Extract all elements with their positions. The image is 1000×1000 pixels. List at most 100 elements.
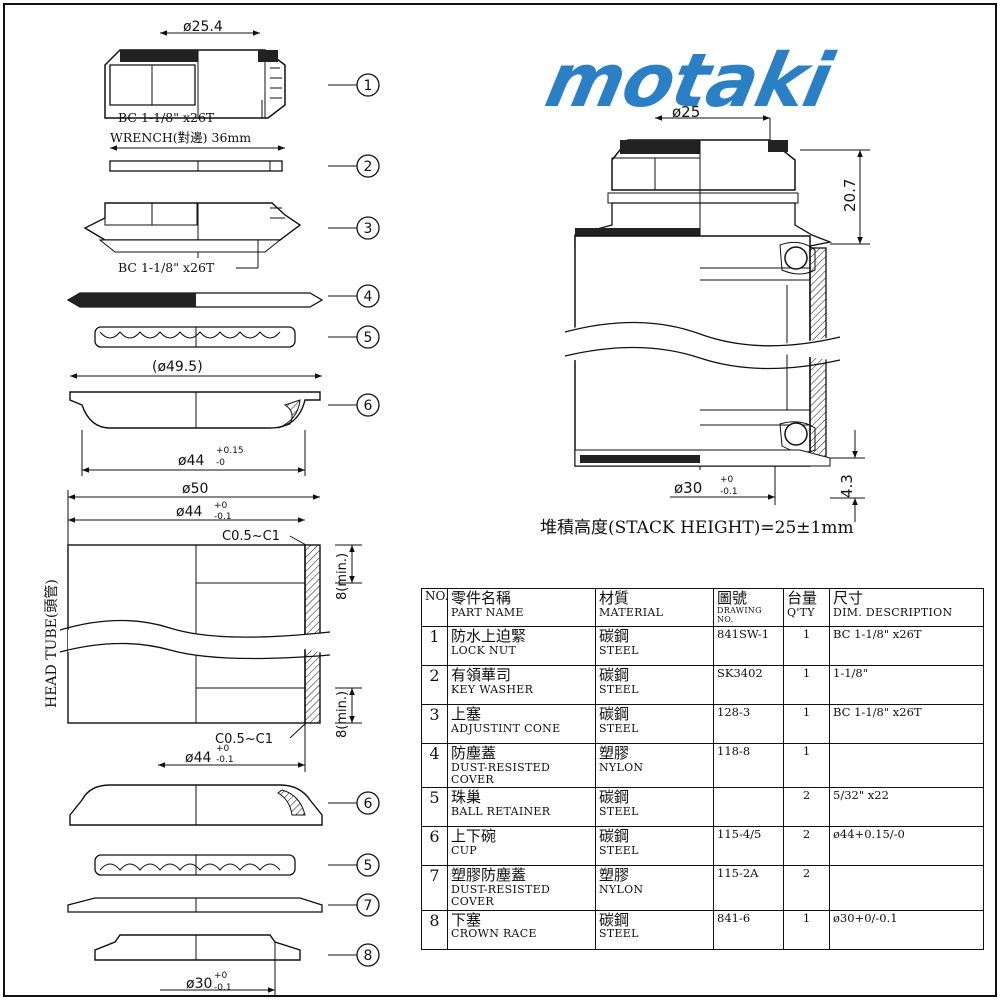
callout-circle: [356, 325, 380, 349]
cell-drawing-no: 115-4/5: [713, 826, 784, 867]
head-tube-label: HEAD TUBE(頭管): [44, 579, 60, 708]
part-key-washer: [109, 160, 283, 172]
cell-dim: 5/32" x22: [829, 787, 984, 828]
cell-drawing-no: 841SW-1: [713, 625, 784, 666]
callout-circle: [356, 943, 380, 967]
part-crown-race: ø30 +0 -0.1: [94, 934, 301, 995]
chamfer-bottom: C0.5~C1: [215, 732, 273, 747]
callout-number: 3: [364, 221, 373, 237]
crown-race-tol-lower: -0.1: [214, 983, 232, 993]
head-tube-tol-upper: +0: [214, 501, 228, 511]
callout-circle: [356, 393, 380, 417]
callout-number: 7: [364, 898, 373, 914]
cell-no: 4: [421, 742, 448, 789]
bottom-inner-tol-lower: -0.1: [216, 755, 234, 765]
cell-qty: 1: [783, 664, 830, 705]
cup-press-tol-upper: +0.15: [216, 446, 244, 456]
assembly-race-diameter: ø30: [674, 479, 702, 497]
cup-outer-diameter: (ø49.5): [152, 359, 203, 375]
callout-circle: [356, 216, 380, 240]
head-tube-inner: ø44: [176, 504, 202, 520]
assembly-height-dim: 20.7: [841, 179, 859, 212]
cell-qty: 1: [783, 909, 830, 950]
crown-race-diameter: ø30: [186, 976, 212, 992]
callout-number: 1: [364, 78, 373, 94]
cell-qty: 1: [783, 742, 830, 789]
cell-qty: 1: [783, 703, 830, 744]
head-tube-tol-lower: -0.1: [214, 512, 232, 522]
callout-number: 5: [364, 330, 373, 346]
callout-number: 8: [364, 948, 373, 964]
cell-no: 8: [421, 909, 448, 950]
cup-press-diameter: ø44: [178, 453, 204, 469]
assembly-race-tol-lower: -0.1: [720, 487, 738, 497]
min-depth-top: 8(min.): [335, 553, 350, 600]
callout-circle: [356, 791, 380, 815]
assembly-top-diameter: ø25: [672, 103, 700, 121]
cell-no: 2: [421, 664, 448, 705]
part-cup-bottom: [69, 784, 323, 826]
chamfer-top: C0.5~C1: [222, 529, 280, 544]
head-tube-section: ø50 ø44 +0 -0.1 C0.5~C1 8(min.) 8(min.) …: [44, 481, 362, 772]
crown-race-tol-upper: +0: [214, 971, 228, 981]
cell-no: 5: [421, 787, 448, 828]
lock-nut-thread: BC 1-1/8" x26T: [118, 110, 215, 125]
callout-circle: [356, 284, 380, 308]
cell-qty: 2: [783, 865, 830, 911]
callout-circle: [356, 73, 380, 97]
part-ball-retainer-bottom: [94, 854, 296, 876]
part-plastic-dust-cover: [67, 897, 323, 913]
bottom-inner: ø44: [185, 750, 211, 766]
cell-dim: [829, 865, 984, 911]
cell-no: 7: [421, 865, 448, 911]
cell-drawing-no: 115-2A: [713, 865, 784, 911]
cup-press-tol-lower: -0: [216, 458, 225, 468]
cell-drawing-no: SK3402: [713, 664, 784, 705]
cell-drawing-no: 118-8: [713, 742, 784, 789]
cell-qty: 2: [783, 787, 830, 828]
brand-logo: motaki: [539, 38, 841, 124]
assembly-view: ø25 20.7: [540, 103, 870, 538]
assembly-bottom-dim: 4.3: [838, 474, 856, 498]
part-lock-nut: ø25.4 BC 1-1/8" x26T WRENCH(對邊) 36mm: [104, 19, 286, 151]
cell-qty: 2: [783, 826, 830, 867]
cell-dim: ø30+0/-0.1: [829, 909, 984, 950]
callout-number: 4: [364, 289, 373, 305]
callout-number: 5: [364, 858, 373, 874]
cell-dim: BC 1-1/8" x26T: [829, 703, 984, 744]
cell-drawing-no: 128-3: [713, 703, 784, 744]
part-ball-retainer-top: [94, 326, 296, 348]
cell-qty: 1: [783, 625, 830, 666]
part-adjusting-cone: BC 1-1/8" x26T: [83, 202, 302, 275]
stack-height-label: 堆積高度(STACK HEIGHT)=25±1mm: [540, 518, 854, 538]
